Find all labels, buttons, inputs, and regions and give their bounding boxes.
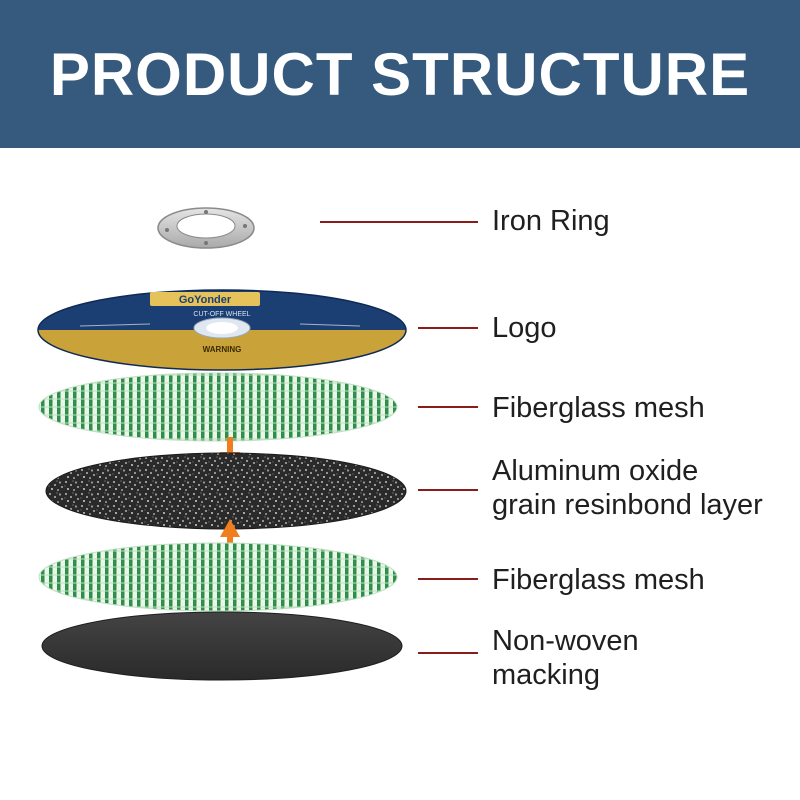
label-logo: Logo	[492, 312, 557, 344]
logo-disc-icon: GoYonder CUT-OFF WHEEL WARNING	[37, 289, 407, 371]
label-non-woven-backing: Non-woven macking	[492, 625, 639, 691]
layers-illustration: GoYonder CUT-OFF WHEEL WARNING	[37, 207, 407, 681]
leader-line-logo	[418, 327, 478, 329]
abrasive-grain-layer-icon	[45, 452, 407, 530]
non-woven-backing-icon	[41, 611, 403, 681]
leader-line-grain	[418, 489, 478, 491]
fiberglass-mesh-icon	[38, 372, 398, 442]
leader-line-backing	[418, 652, 478, 654]
disc-warning-text: WARNING	[203, 345, 242, 354]
label-fiberglass-mesh-2: Fiberglass mesh	[492, 564, 705, 596]
leader-line-iron-ring	[320, 221, 478, 223]
exploded-diagram: GoYonder CUT-OFF WHEEL WARNING	[0, 148, 800, 800]
leader-line-mesh-1	[418, 406, 478, 408]
label-iron-ring: Iron Ring	[492, 205, 610, 237]
fiberglass-mesh-icon	[38, 542, 398, 612]
disc-product-text: CUT-OFF WHEEL	[193, 311, 250, 318]
label-aluminum-oxide-layer: Aluminum oxide grain resinbond layer	[492, 455, 763, 521]
leader-line-mesh-2	[418, 578, 478, 580]
iron-ring-icon	[157, 207, 255, 249]
page-title: PRODUCT STRUCTURE	[49, 40, 751, 108]
label-fiberglass-mesh-1: Fiberglass mesh	[492, 392, 705, 424]
disc-brand-text: GoYonder	[179, 294, 232, 306]
header-banner: PRODUCT STRUCTURE	[0, 0, 800, 148]
